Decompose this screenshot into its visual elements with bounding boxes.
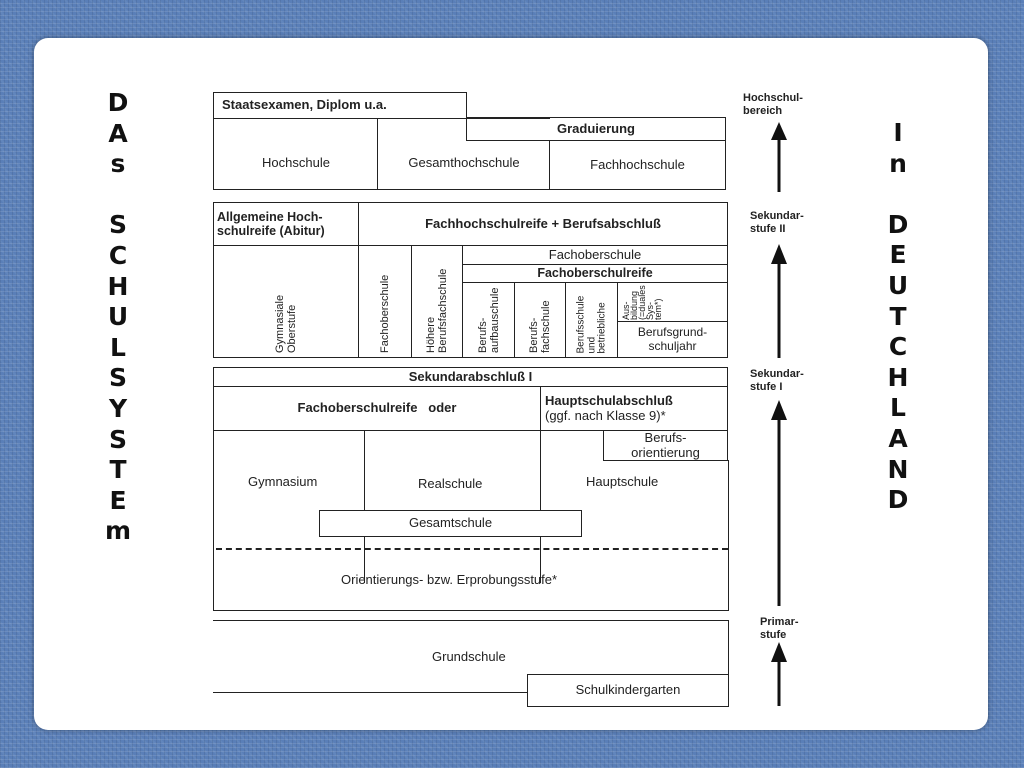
right-title-letter: I xyxy=(893,118,903,147)
gymnasiale-oberstufe-column: Gymnasiale Oberstufe xyxy=(213,245,359,358)
right-title-letter: C xyxy=(888,332,908,362)
schulkindergarten-box: Schulkindergarten xyxy=(527,674,729,707)
primarstufe-label: Primar- stufe xyxy=(760,616,799,641)
slide-card xyxy=(34,38,988,730)
berufsaufbauschule-label: Berufs- aufbauschule xyxy=(476,287,501,353)
hoehere-berufsfachschule-column: Höhere Berufsfachschule xyxy=(411,245,463,358)
hochschule-label: Hochschule xyxy=(262,154,330,170)
sekundar-i-left-line xyxy=(213,430,214,610)
grundschule-bottom-line xyxy=(213,692,528,693)
right-title-letter xyxy=(878,179,918,210)
fachoberschulreife-label: Fachoberschulreife xyxy=(537,266,653,281)
allgemeine-hochschulreife-box: Allgemeine Hoch- schulreife (Abitur) xyxy=(213,202,359,246)
right-title-letter: U xyxy=(887,270,909,300)
fachoberschulreife-box: Fachoberschulreife xyxy=(462,264,728,283)
orientierungsstufe-dashed-line xyxy=(216,548,728,550)
right-title-letter: H xyxy=(887,362,909,392)
hauptschulabschluss-note: (ggf. nach Klasse 9)* xyxy=(545,407,666,423)
right-title-letter: N xyxy=(887,454,909,484)
schulkindergarten-label: Schulkindergarten xyxy=(575,682,681,698)
sekundarstufe-2-label: Sekundar- stufe II xyxy=(750,210,804,235)
hauptschule-label: Hauptschule xyxy=(586,474,659,489)
right-title-letter: L xyxy=(890,393,906,423)
sekundarstufe-1-label: Sekundar- stufe I xyxy=(750,368,804,393)
left-title-letter: S xyxy=(108,210,127,240)
gesamtschule-label: Gesamtschule xyxy=(408,515,493,531)
berufsgrundschuljahr-box: Berufsgrund- schuljahr xyxy=(617,321,728,358)
left-title-letter: E xyxy=(109,485,127,515)
duales-system-label: Aus- bildung (=duales Sys- tem*) xyxy=(621,285,663,320)
gymnasium-realschule-divider xyxy=(364,430,365,510)
fachhochschule-box: Fachhochschule xyxy=(549,140,726,190)
left-title-letter: H xyxy=(107,271,129,301)
realschule-label: Realschule xyxy=(418,476,483,491)
grundschule-right-line xyxy=(728,620,729,675)
fachoberschule-top-box: Fachoberschule xyxy=(462,245,728,265)
fachoberschulreife-oder-box: Fachoberschulreife oder xyxy=(213,386,541,431)
gesamtschule-box: Gesamtschule xyxy=(319,510,582,537)
fachhochschulreife-label: Fachhochschulreife + Berufsabschluß xyxy=(425,215,661,231)
fachoberschule-column-label: Fachoberschule xyxy=(379,274,391,353)
left-title-letter xyxy=(100,180,136,211)
grundschule-top-line xyxy=(213,620,729,621)
fachhochschule-label: Fachhochschule xyxy=(590,156,685,172)
gesamthochschule-box: Gesamthochschule xyxy=(377,118,550,190)
left-title-letter: A xyxy=(108,118,128,148)
berufsorientierung-box: Berufs- orientierung xyxy=(603,430,728,461)
berufsgrundschuljahr-label: Berufsgrund- schuljahr xyxy=(637,324,708,353)
berufsschule-column: Berufsschule und betriebliche xyxy=(565,282,618,358)
left-title-letter: S xyxy=(108,424,127,454)
right-title-letter: n xyxy=(889,148,907,178)
fachoberschulreife-oder-label: Fachoberschulreife oder xyxy=(297,400,457,416)
fachhochschulreife-box: Fachhochschulreife + Berufsabschluß xyxy=(358,202,728,246)
sekundarabschluss-box: Sekundarabschluß I xyxy=(213,367,728,387)
gymnasiale-oberstufe-label: Gymnasiale Oberstufe xyxy=(274,294,298,353)
gymnasium-realschule-divider-lower xyxy=(364,537,365,583)
berufsfachschule-label: Berufs- fachschule xyxy=(528,300,552,353)
hauptschulabschluss-label: Hauptschulabschluß xyxy=(545,392,673,408)
right-title-letter: A xyxy=(888,423,908,453)
berufsorientierung-label: Berufs- orientierung xyxy=(631,429,700,460)
left-title-letter: Y xyxy=(108,393,128,423)
fachoberschule-column: Fachoberschule xyxy=(358,245,412,358)
hochschulbereich-label: Hochschul- bereich xyxy=(743,92,803,117)
staatsexamen-box: Staatsexamen, Diplom u.a. xyxy=(213,92,467,118)
fachoberschule-top-label: Fachoberschule xyxy=(548,246,642,262)
right-title-letter: D xyxy=(887,485,909,515)
left-title-letter: D xyxy=(107,88,129,117)
left-title-letter: U xyxy=(107,302,129,332)
staatsexamen-label: Staatsexamen, Diplom u.a. xyxy=(222,97,387,113)
berufsschule-label: Berufsschule und betriebliche xyxy=(574,295,607,353)
sekundarabschluss-label: Sekundarabschluß I xyxy=(408,368,533,384)
left-title-letter: m xyxy=(104,516,132,546)
left-title-letter: s xyxy=(110,149,126,179)
allgemeine-hochschulreife-label: Allgemeine Hoch- schulreife (Abitur) xyxy=(217,209,325,238)
sekundar-i-right-line xyxy=(728,460,729,610)
berufsaufbauschule-column: Berufs- aufbauschule xyxy=(462,282,515,358)
left-title-letter: T xyxy=(109,455,127,485)
left-title-letter: S xyxy=(108,363,127,393)
realschule-hauptschule-divider xyxy=(540,430,541,510)
berufsfachschule-column: Berufs- fachschule xyxy=(514,282,566,358)
gesamthochschule-label: Gesamthochschule xyxy=(408,154,520,170)
grundschule-label: Grundschule xyxy=(432,649,506,664)
hoehere-berufsfachschule-label: Höhere Berufsfachschule xyxy=(425,268,449,353)
left-title-letter: C xyxy=(108,240,128,270)
left-title-letter: L xyxy=(110,332,126,362)
hauptschulabschluss-box: Hauptschulabschluß (ggf. nach Klasse 9)* xyxy=(540,386,728,431)
orientierungsstufe-label: Orientierungs- bzw. Erprobungsstufe* xyxy=(341,572,558,587)
right-title-letter: E xyxy=(889,240,907,270)
graduierung-label: Graduierung xyxy=(556,120,635,136)
right-title-letter: T xyxy=(889,301,907,331)
realschule-hauptschule-divider-lower xyxy=(540,537,541,583)
sekundar-i-bottom-line xyxy=(213,610,729,611)
gymnasium-label: Gymnasium xyxy=(248,474,318,489)
duales-system-column: Aus- bildung (=duales Sys- tem*) xyxy=(617,282,728,322)
right-title-letter: D xyxy=(887,209,909,239)
hochschule-box: Hochschule xyxy=(213,118,378,190)
